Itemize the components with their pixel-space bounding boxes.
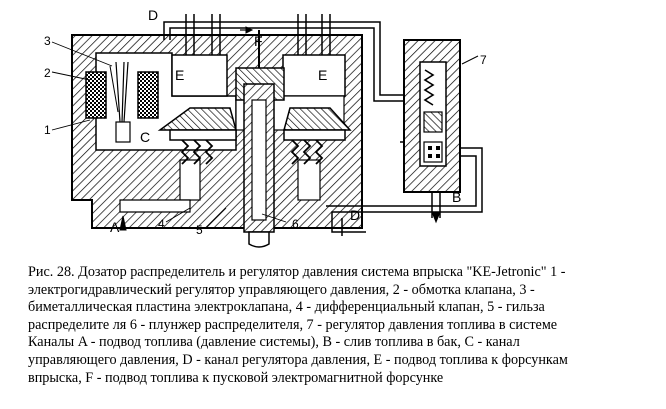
label-1: 1: [44, 123, 51, 137]
control-pressure-regulator: [85, 61, 159, 143]
caption-line: Рис. 28. Дозатор распределитель и регуля…: [28, 264, 566, 280]
label-7: 7: [480, 53, 487, 67]
figure-caption: Рис. 28. Дозатор распределитель и регуля…: [28, 264, 658, 387]
caption-line: распределите ля 6 - плунжер распределите…: [28, 316, 558, 333]
caption-line: впрыска, F - подвод топлива к пусковой э…: [28, 369, 444, 386]
label-b: B: [452, 189, 461, 205]
label-a: A: [110, 219, 120, 235]
label-4: 4: [158, 217, 165, 231]
distributor-plunger: [235, 30, 285, 248]
label-5: 5: [196, 223, 203, 237]
label-6: 6: [292, 217, 299, 231]
label-2: 2: [44, 66, 51, 80]
label-f: F: [254, 33, 263, 49]
channel-d-line: [163, 21, 408, 102]
leader-lines: [51, 41, 287, 229]
fuel-distributor-diagram: D F E E C A B D 1 2 3 4 5 6 7: [44, 7, 487, 248]
label-d-top: D: [148, 7, 158, 23]
caption-line: управляющего давления, D - канал регулят…: [28, 351, 568, 368]
valve-coil-left: [85, 71, 107, 119]
valve-coil-right: [137, 71, 159, 119]
arrow-b-icon: [431, 211, 441, 224]
injector-lines: [185, 14, 331, 55]
arrow-f-icon: [245, 26, 254, 34]
flow-arrows: [119, 26, 441, 231]
differential-valve-left: [157, 107, 237, 165]
label-e-left: E: [175, 67, 184, 83]
label-d-bottom: D: [350, 207, 360, 223]
fuel-pressure-regulator: [403, 39, 479, 193]
caption-line: электрогидравлический регулятор управляю…: [28, 281, 535, 298]
caption-line: Каналы A - подвод топлива (давление сист…: [28, 334, 520, 351]
bimetal-strip: [109, 65, 119, 113]
caption-line: биметаллическая пластина электроклапана,…: [28, 299, 545, 316]
label-e-right: E: [318, 67, 327, 83]
arrow-a-icon: [119, 215, 127, 231]
differential-valve-right: [283, 107, 352, 165]
label-c: C: [140, 129, 150, 145]
return-lines: [326, 141, 483, 236]
label-3: 3: [44, 34, 51, 48]
